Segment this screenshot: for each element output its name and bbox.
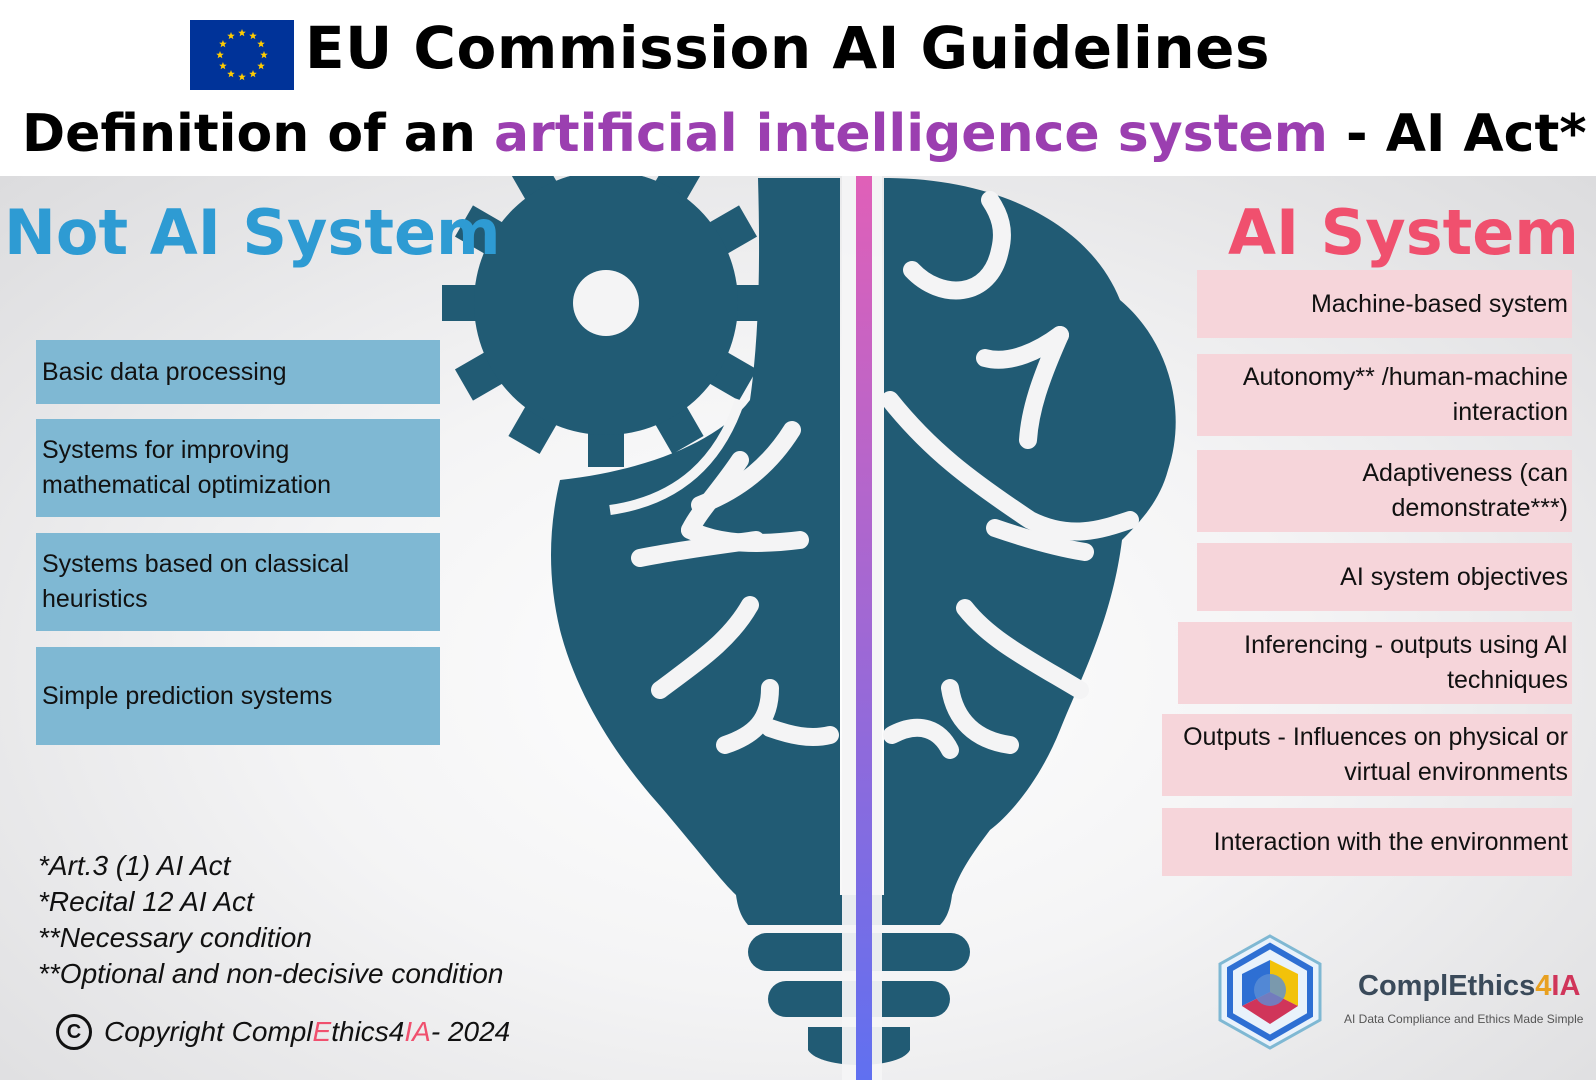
ai-item-machine-based: Machine-based system (1197, 270, 1572, 338)
not-ai-item-optimization: Systems for improving mathematical optim… (36, 419, 440, 517)
ai-item-objectives: AI system objectives (1197, 543, 1572, 611)
brand-part2: 4 (1535, 970, 1552, 1002)
eu-star (219, 62, 227, 70)
brand-part3: IA (1551, 970, 1581, 1002)
not-ai-item-basic-data: Basic data processing (36, 340, 440, 404)
subtitle-highlight: artificial intelligence system (494, 104, 1328, 164)
not-ai-system-heading: Not AI System (4, 196, 501, 269)
eu-star (216, 51, 224, 59)
ai-item-adaptiveness: Adaptiveness (can demonstrate***) (1197, 450, 1572, 532)
copyright-e: E (312, 1016, 332, 1047)
copyright-icon: C (56, 1014, 92, 1050)
copyright-prefix: Copyright Compl (104, 1016, 313, 1047)
eu-star (219, 40, 227, 48)
ai-item-outputs: Outputs - Influences on physical or virt… (1162, 714, 1572, 796)
eu-star (227, 31, 235, 40)
subtitle-suffix: - AI Act* (1327, 104, 1587, 164)
complethics-logo-icon (1218, 934, 1322, 1050)
eu-star (260, 51, 268, 59)
copyright-suffix: - 2024 (430, 1016, 511, 1047)
eu-star (249, 31, 257, 40)
not-ai-item-prediction: Simple prediction systems (36, 647, 440, 745)
footnote: **Necessary condition (38, 922, 312, 953)
footnote: **Optional and non-decisive condition (38, 958, 504, 989)
footnote: *Art.3 (1) AI Act (38, 850, 231, 881)
eu-star (227, 70, 235, 78)
brand-name: ComplEthics4IA (1358, 970, 1580, 1003)
gear-icon (442, 176, 770, 467)
center-divider (856, 176, 872, 1080)
footnotes: *Art.3 (1) AI Act *Recital 12 AI Act **N… (38, 848, 503, 992)
eu-star (238, 29, 246, 37)
brand-tagline: AI Data Compliance and Ethics Made Simpl… (1344, 1012, 1584, 1026)
page-title: EU Commission AI Guidelines (305, 14, 1271, 82)
lightbulb-brain-illustration (442, 176, 1176, 1080)
page-subtitle: Definition of an artificial intelligence… (22, 104, 1587, 164)
ai-item-inferencing: Inferencing - outputs using AI technique… (1178, 622, 1572, 704)
copyright-ia: IA (404, 1016, 431, 1047)
ai-item-autonomy: Autonomy** /human-machine interaction (1197, 354, 1572, 436)
eu-star (238, 73, 246, 81)
ai-system-heading: AI System (1228, 196, 1579, 269)
eu-star (249, 70, 257, 78)
not-ai-item-heuristics: Systems based on classical heuristics (36, 533, 440, 631)
brand-part1: ComplEthics (1358, 970, 1536, 1002)
copyright-mid: thics4 (331, 1016, 405, 1047)
eu-star (257, 40, 265, 48)
eu-star (257, 62, 265, 70)
eu-flag-icon (190, 20, 294, 90)
ai-item-interaction: Interaction with the environment (1162, 808, 1572, 876)
header: EU Commission AI Guidelines Definition o… (0, 0, 1596, 176)
subtitle-prefix: Definition of an (22, 104, 495, 164)
footnote: *Recital 12 AI Act (38, 886, 254, 917)
diagram-canvas: Not AI System AI System Basic data proce… (0, 176, 1596, 1080)
